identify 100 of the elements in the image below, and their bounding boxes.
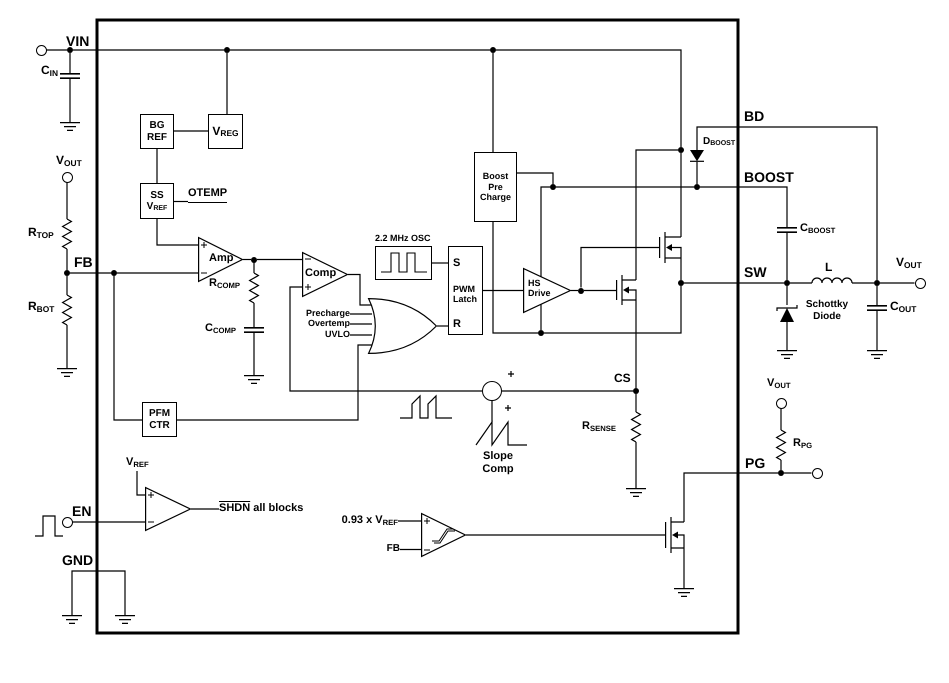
ground-symbol — [57, 368, 77, 377]
block-label: Comp — [305, 267, 338, 280]
component-label: C$_{BOOST}$ — [800, 222, 836, 235]
transistor-symbol — [665, 517, 684, 553]
wire — [350, 323, 372, 325]
wire — [253, 303, 255, 327]
pin-label: CS — [614, 372, 631, 386]
ground-symbol — [244, 375, 264, 384]
wire — [635, 394, 637, 412]
terminal-circle — [62, 516, 72, 528]
ground-symbol — [777, 350, 797, 359]
wire — [398, 520, 421, 522]
terminal-circle — [914, 278, 926, 288]
pin-label: SW — [744, 264, 767, 280]
function-block — [474, 152, 517, 222]
net-label: V$_{OUT}$ — [896, 256, 922, 270]
wire — [253, 333, 255, 375]
wire — [72, 521, 145, 523]
wire — [876, 311, 878, 350]
terminal-circle — [812, 468, 822, 478]
wire — [483, 290, 523, 292]
component-label: R$_{COMP}$ — [209, 277, 240, 290]
wire — [544, 286, 682, 334]
wire — [491, 401, 493, 422]
wire — [117, 272, 198, 274]
component-label: R$_{SENSE}$ — [582, 420, 616, 433]
wire — [432, 262, 448, 264]
latch-block — [448, 246, 483, 335]
block-label: Amp — [209, 252, 234, 265]
junction-dot — [778, 470, 784, 476]
signal-label: FB — [386, 543, 400, 554]
diode-symbol — [690, 150, 704, 162]
wire — [876, 286, 878, 305]
junction-dot — [694, 184, 700, 190]
wire — [684, 282, 784, 284]
junction-dot — [550, 184, 556, 190]
wire — [496, 49, 682, 147]
wire — [786, 322, 788, 350]
ground-symbol — [115, 615, 135, 624]
component-label: R$_{TOP}$ — [28, 226, 54, 240]
signal-label: SHDN all blocks — [219, 502, 304, 515]
wire — [230, 49, 490, 51]
component-label: Slope Comp — [481, 450, 515, 476]
wire — [580, 246, 659, 288]
wire — [680, 263, 682, 280]
junction-dot — [538, 330, 544, 336]
resistor-symbol — [62, 295, 72, 325]
wire — [350, 334, 372, 336]
oscillator-block — [375, 233, 432, 280]
pin-label: GND — [62, 552, 94, 568]
wire — [696, 126, 878, 280]
wire — [156, 149, 158, 183]
summing-junction — [482, 381, 502, 401]
wire — [350, 313, 372, 315]
wire — [680, 153, 682, 232]
function-block — [142, 402, 177, 437]
capacitor-symbol — [244, 327, 264, 333]
resistor-symbol — [249, 273, 259, 303]
block-label: PWM Latch — [453, 284, 478, 304]
wire — [852, 282, 874, 284]
wire — [696, 162, 698, 184]
net-label: V$_{OUT}$ — [767, 377, 791, 390]
pin-label: BD — [744, 108, 764, 124]
port-label: S — [453, 257, 460, 270]
junction-dot — [578, 288, 584, 294]
function-block — [140, 183, 174, 219]
wire — [492, 222, 538, 334]
junction-dot — [490, 47, 496, 53]
junction-dot — [224, 47, 230, 53]
comparator-symbol — [145, 487, 191, 531]
wire — [71, 570, 126, 615]
signal-label: UVLO — [324, 329, 350, 340]
block-label: V$_{REG}$ — [212, 124, 239, 138]
wire — [113, 276, 142, 421]
junction-dot — [678, 147, 684, 153]
wire — [635, 305, 637, 388]
signal-label: OTEMP — [188, 187, 228, 203]
wire — [790, 282, 812, 284]
component-label: D$_{BOOST}$ — [703, 136, 736, 148]
wire — [584, 290, 616, 292]
junction-dot — [784, 280, 790, 286]
inductor-symbol — [812, 278, 852, 283]
component-label: R$_{BOT}$ — [28, 300, 54, 314]
wire — [174, 130, 208, 132]
wire — [786, 286, 788, 305]
component-label: L — [825, 261, 832, 275]
wire — [400, 548, 421, 550]
slope-ramp-icon — [476, 422, 527, 445]
junction-dot — [67, 47, 73, 53]
wire — [437, 325, 448, 327]
wire — [69, 53, 71, 73]
wire — [66, 182, 68, 219]
pin-label: VIN — [66, 33, 90, 50]
capacitor-symbol — [60, 73, 80, 79]
transistor-symbol — [659, 232, 681, 263]
block-label: Boost Pre Charge — [478, 171, 512, 203]
resistor-symbol — [631, 412, 641, 442]
block-title: 2.2 MHz OSC — [375, 233, 431, 244]
wire — [492, 53, 494, 152]
ground-symbol — [867, 350, 887, 359]
